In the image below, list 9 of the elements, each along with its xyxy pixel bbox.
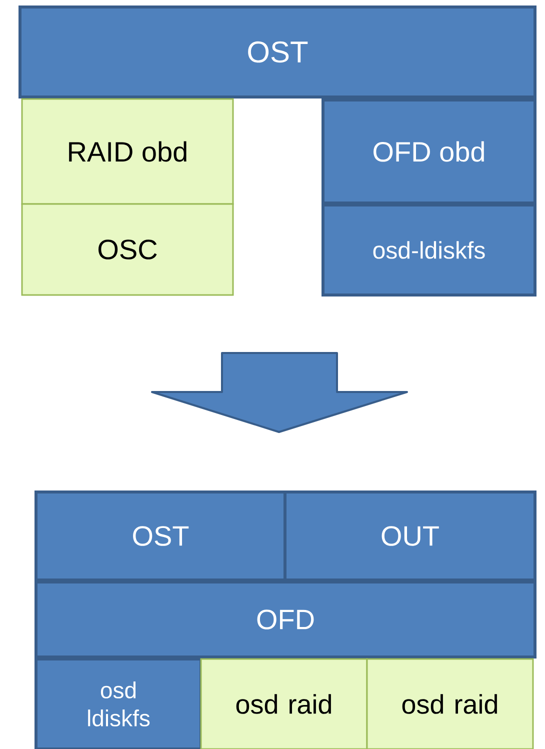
raid-box: osd raid: [366, 658, 534, 749]
layer-box: osd ldiskfs: [34, 658, 202, 749]
raid-box: osd raid: [200, 658, 368, 749]
layer-box: OUT: [284, 490, 536, 582]
layer-box: OFD obd: [322, 98, 536, 204]
layer-box: OST: [34, 490, 286, 582]
raid-box: RAID obd: [21, 98, 234, 205]
layer-box: osd-ldiskfs: [322, 204, 536, 296]
raid-box: OSC: [21, 203, 234, 296]
